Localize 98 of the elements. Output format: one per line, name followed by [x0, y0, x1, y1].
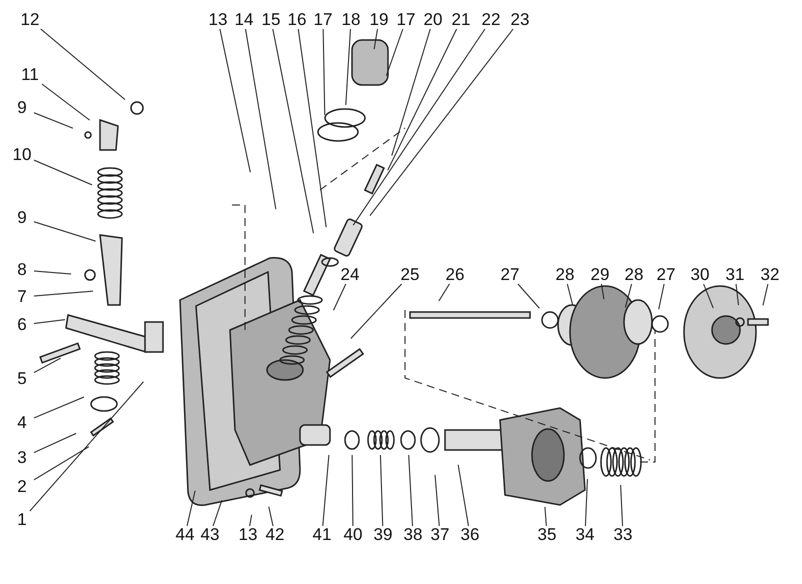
callout-number: 39: [371, 526, 395, 544]
callout-number: 5: [10, 370, 34, 388]
callout-number: 4: [10, 414, 34, 432]
callout-number: 6: [10, 316, 34, 334]
leader-line: [268, 506, 274, 526]
leader-line: [34, 396, 84, 418]
callout-number: 22: [479, 11, 503, 29]
leader-line: [391, 28, 431, 156]
callout-number: 14: [232, 11, 256, 29]
leader-line: [350, 284, 402, 339]
callout-number: 28: [553, 266, 577, 284]
leader-line: [245, 28, 276, 210]
callout-number: 33: [611, 526, 635, 544]
leader-line: [34, 432, 77, 454]
callout-number: 38: [401, 526, 425, 544]
leader-line: [249, 514, 252, 526]
callout-number: 34: [573, 526, 597, 544]
callout-number: 26: [443, 266, 467, 284]
leader-line: [34, 112, 74, 129]
callout-number: 2: [10, 478, 34, 496]
leader-line: [438, 284, 450, 302]
leader-line: [34, 358, 62, 374]
leader-line: [584, 478, 588, 526]
leader-line: [352, 28, 486, 226]
leader-line: [380, 454, 384, 526]
callout-number: 41: [310, 526, 334, 544]
callout-number: 15: [259, 11, 283, 29]
callout-number: 37: [428, 526, 452, 544]
callout-number: 43: [198, 526, 222, 544]
leader-line: [387, 28, 458, 171]
callout-number: 16: [285, 11, 309, 29]
leader-line: [212, 500, 222, 526]
leader-line: [624, 284, 632, 308]
callout-number: 36: [458, 526, 482, 544]
callout-number: 9: [10, 99, 34, 117]
leader-line: [345, 28, 351, 106]
callout-number: 20: [421, 11, 445, 29]
leader-line: [458, 464, 469, 526]
callout-number: 1: [10, 511, 34, 529]
callout-number: 24: [338, 266, 362, 284]
leader-line: [600, 284, 604, 300]
callout-number: 44: [173, 526, 197, 544]
callout-number: 35: [535, 526, 559, 544]
callout-number: 3: [10, 449, 34, 467]
callout-number: 40: [341, 526, 365, 544]
callout-number: 27: [498, 266, 522, 284]
leader-line: [34, 270, 72, 274]
callout-number: 42: [263, 526, 287, 544]
leader-line: [762, 284, 768, 306]
leader-line: [40, 28, 126, 100]
callout-number: 21: [449, 11, 473, 29]
leader-line: [544, 506, 547, 526]
leader-line: [566, 284, 574, 306]
callout-number: 19: [367, 11, 391, 29]
leader-line: [34, 319, 66, 324]
leader-line: [408, 454, 414, 526]
leader-line: [369, 28, 514, 216]
leader-line: [658, 284, 665, 310]
callout-number: 9: [10, 209, 34, 227]
leader-line: [703, 284, 714, 308]
callout-number: 25: [398, 266, 422, 284]
leader-line: [34, 221, 96, 242]
leader-line: [736, 284, 739, 306]
leader-line: [34, 160, 93, 186]
leader-line: [34, 446, 90, 480]
callout-number: 27: [654, 266, 678, 284]
callout-number: 23: [508, 11, 532, 29]
callout-number: 10: [10, 146, 34, 164]
leader-line: [219, 28, 251, 173]
leader-line: [34, 290, 94, 296]
leader-line: [186, 490, 196, 526]
leader-line: [298, 28, 327, 228]
callout-number: 30: [688, 266, 712, 284]
leader-line: [374, 28, 378, 50]
callout-number: 12: [18, 11, 42, 29]
leader-line: [322, 454, 330, 526]
leader-line: [352, 454, 354, 526]
callout-number: 17: [311, 11, 335, 29]
callout-number: 17: [394, 11, 418, 29]
leader-line: [386, 28, 404, 76]
leader-line: [333, 284, 346, 311]
leader-line: [272, 28, 314, 234]
callout-number: 13: [236, 526, 260, 544]
callout-number: 7: [10, 288, 34, 306]
leader-line: [620, 484, 624, 526]
callout-number: 29: [588, 266, 612, 284]
leader-line: [434, 474, 440, 526]
callout-number: 11: [18, 66, 42, 84]
leader-line: [29, 381, 144, 512]
callout-number: 13: [206, 11, 230, 29]
leader-line: [41, 84, 90, 121]
callout-number: 8: [10, 261, 34, 279]
callout-number: 18: [339, 11, 363, 29]
leader-line: [517, 284, 540, 309]
callout-number: 32: [758, 266, 782, 284]
callout-number: 31: [723, 266, 747, 284]
leader-line: [322, 28, 326, 116]
callout-number: 28: [622, 266, 646, 284]
